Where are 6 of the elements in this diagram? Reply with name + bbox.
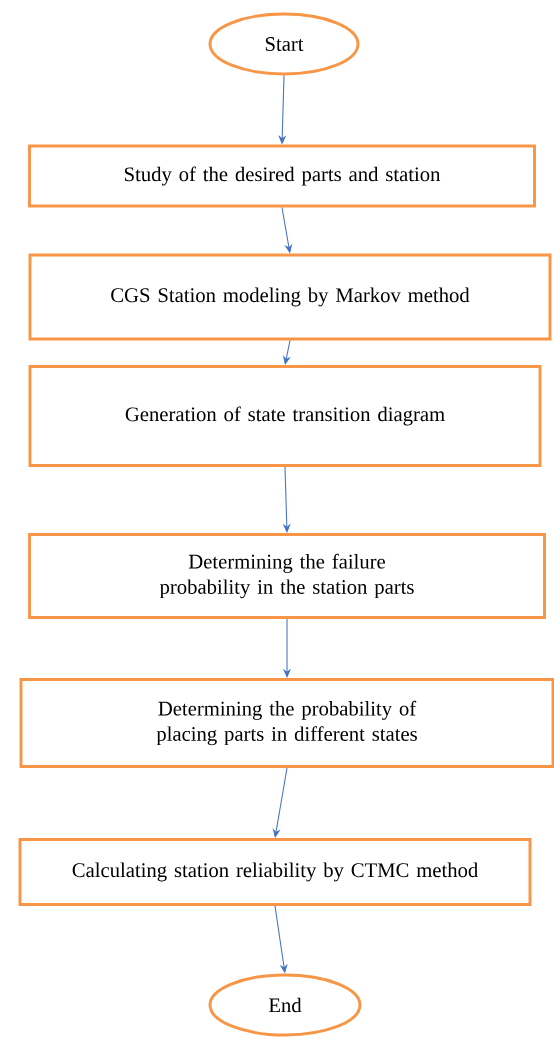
process-box: Determining the failure probability in the station parts [28,533,546,619]
process-box: Study of the desired parts and station [28,144,536,208]
process-box: Determining the probability of placing parts in different states [19,678,554,768]
process-box: CGS Station modeling by Markov method [28,253,552,341]
process-box: Calculating station reliability by CTMC method [18,838,532,906]
process-box: Generation of state transition diagram [28,365,542,467]
